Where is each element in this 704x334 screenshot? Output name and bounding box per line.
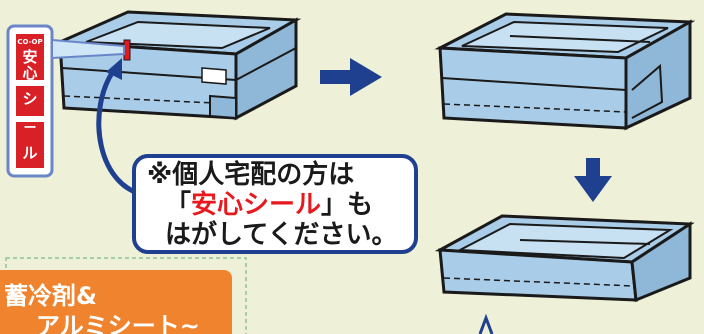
seal-char-1: 安 bbox=[22, 48, 37, 66]
callout-line-3: はがしてください。 bbox=[165, 220, 398, 250]
seal-callout-pointer bbox=[51, 38, 125, 60]
dashed-frame bbox=[5, 257, 247, 334]
callout-close-bracket: 」も bbox=[321, 190, 374, 220]
seal-char-4: ー bbox=[23, 121, 36, 136]
seal-char-2: 心 bbox=[22, 64, 37, 82]
arrow-down-icon bbox=[574, 158, 612, 202]
callout-open-bracket: 「 bbox=[165, 190, 192, 220]
seal-char-3: シ bbox=[22, 90, 37, 108]
section-header-tab: 蓄冷剤& アルミシート~ bbox=[0, 270, 232, 334]
cooler-box-folded bbox=[434, 214, 695, 334]
cooler-box-closed bbox=[58, 10, 302, 121]
callout-highlight: 安心シール bbox=[191, 190, 322, 220]
callout-text: ※個人宅配の方は 「安心シール」も はがしてください。 bbox=[147, 160, 397, 250]
callout-bubble bbox=[132, 154, 418, 254]
section-header-line-2: アルミシート~ bbox=[36, 312, 200, 334]
seal-char-5: ル bbox=[22, 144, 37, 162]
arrow-right-icon bbox=[320, 58, 382, 96]
section-header-line-1: 蓄冷剤& bbox=[4, 282, 97, 310]
seal-brand-label: CO-OP bbox=[17, 38, 42, 46]
safety-seal-closeup bbox=[6, 24, 54, 178]
callout-line-2: 「安心シール」も bbox=[147, 190, 397, 220]
callout-line-1: ※個人宅配の方は bbox=[147, 160, 355, 190]
cooler-box-lid-open bbox=[434, 12, 696, 131]
